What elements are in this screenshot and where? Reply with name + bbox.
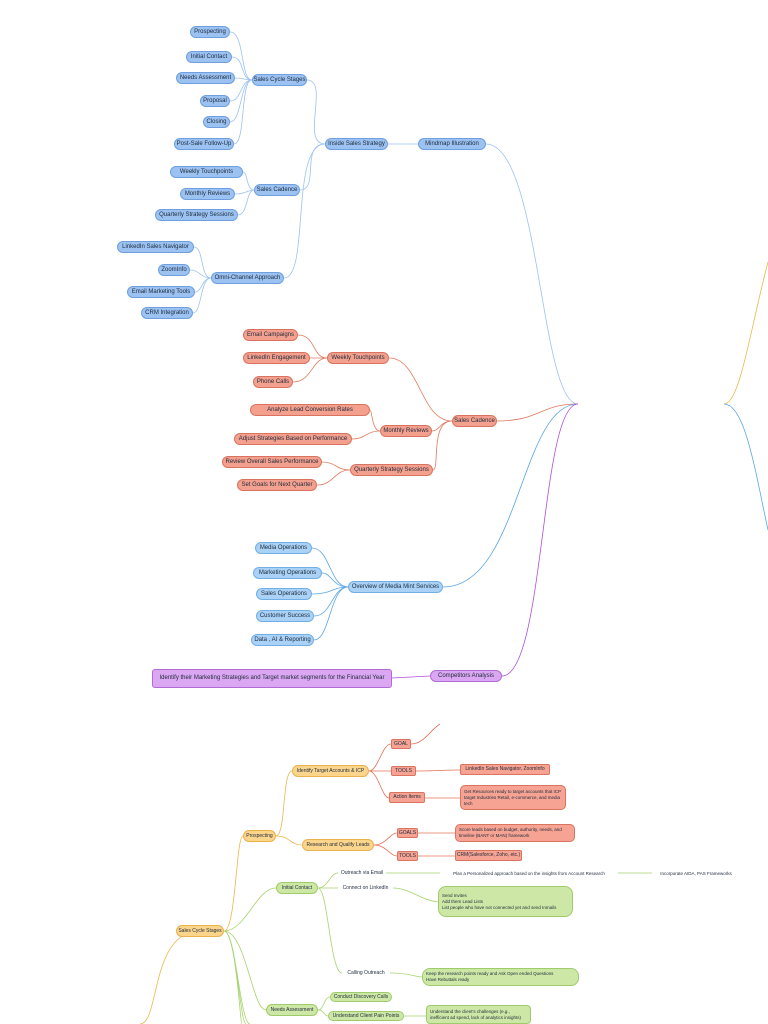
understand-pain-node[interactable]: Understand Client Pain Points: [328, 1011, 404, 1021]
crm-integration-node[interactable]: CRM Integration: [141, 307, 193, 319]
linkedin-engagement-node[interactable]: LinkedIn Engagement: [243, 352, 310, 364]
zoominfo-node[interactable]: ZoomInfo: [158, 264, 190, 276]
prospecting-node-2[interactable]: Prospecting: [243, 830, 276, 842]
sales-cadence-node-b[interactable]: Sales Cadence: [452, 415, 497, 427]
research-qualify-node[interactable]: Research and Qualify Leads: [302, 839, 374, 851]
goal-node[interactable]: GOAL: [391, 739, 411, 749]
phone-calls-node[interactable]: Phone Calls: [253, 376, 293, 388]
action-items-text-node[interactable]: Get Resources ready to target accounts t…: [460, 785, 566, 810]
incorporate-frameworks-node[interactable]: Incorporate AIDA, PAS Frameworks: [660, 870, 732, 876]
omni-channel-node[interactable]: Omni-Channel Approach: [211, 272, 284, 284]
crm-tools-node[interactable]: CRM(Salesforce, Zoho, etc.): [455, 850, 522, 861]
discovery-calls-node[interactable]: Conduct Discovery Calls: [330, 992, 392, 1002]
root-node[interactable]: Mindmap Illustration: [418, 138, 486, 150]
monthly-reviews-node-b[interactable]: Monthly Reviews: [380, 425, 432, 437]
needs-assessment-node[interactable]: Needs Assessment: [176, 72, 235, 84]
linkedin-steps-node[interactable]: Send Invites Add them Lead Lists List pe…: [438, 886, 573, 917]
weekly-touchpoints-node-a[interactable]: Weekly Touchpoints: [170, 166, 243, 178]
identify-target-node[interactable]: Identify Target Accounts & ICP: [292, 765, 369, 777]
analyze-lead-node[interactable]: Analyze Lead Conversion Rates: [250, 404, 370, 416]
initial-contact-node-2[interactable]: Initial Contact: [276, 882, 318, 894]
understand-challenges-node[interactable]: Understand the client's challenges (e.g.…: [426, 1005, 531, 1024]
customer-success-node[interactable]: Customer Success: [256, 610, 314, 622]
sales-operations-node[interactable]: Sales Operations: [256, 588, 312, 600]
marketing-operations-node[interactable]: Marketing Operations: [253, 567, 322, 579]
identify-strategies-node[interactable]: Identify their Marketing Strategies and …: [152, 669, 392, 688]
inside-sales-strategy-node[interactable]: Inside Sales Strategy: [325, 138, 388, 150]
closing-node[interactable]: Closing: [203, 116, 230, 128]
sales-cycle-stages-node-2[interactable]: Sales Cycle Stages: [176, 925, 224, 937]
keep-research-node[interactable]: Keep the research points ready and Ask O…: [422, 968, 579, 986]
action-items-node[interactable]: Action Items: [389, 792, 425, 803]
linkedin-navigator-node[interactable]: LinkedIn Sales Navigator: [117, 241, 194, 253]
linkedin-tools-node[interactable]: LinkedIn Sales Navigator, ZoomInfo: [460, 764, 550, 775]
post-sale-node[interactable]: Post-Sale Follow-Up: [174, 138, 234, 150]
overview-media-mint-node[interactable]: Overview of Media Mint Services: [348, 581, 443, 593]
proposal-node[interactable]: Proposal: [200, 95, 230, 107]
prospecting-node[interactable]: Prospecting: [190, 26, 230, 38]
connect-linkedin-node[interactable]: Connect on LinkedIn: [342, 884, 389, 891]
email-marketing-tools-node[interactable]: Email Marketing Tools: [127, 286, 195, 298]
quarterly-sessions-node-a[interactable]: Quarterly Strategy Sessions: [155, 209, 238, 221]
needs-assessment-node-2[interactable]: Needs Assessment: [266, 1004, 318, 1016]
email-campaigns-node[interactable]: Email Campaigns: [243, 329, 298, 341]
set-goals-node[interactable]: Set Goals for Next Quarter: [237, 479, 317, 491]
sales-cycle-stages-node[interactable]: Sales Cycle Stages: [252, 74, 307, 86]
calling-outreach-node[interactable]: Calling Outreach: [347, 969, 385, 976]
goals-node-2[interactable]: GOALS: [397, 828, 418, 838]
adjust-strategies-node[interactable]: Adjust Strategies Based on Performance: [234, 433, 352, 445]
weekly-touchpoints-node-b[interactable]: Weekly Touchpoints: [327, 352, 389, 364]
tools-node-2[interactable]: TOOLS: [397, 851, 418, 861]
initial-contact-node[interactable]: Initial Contact: [186, 51, 232, 63]
media-operations-node[interactable]: Media Operations: [255, 542, 312, 554]
sales-cadence-node-a[interactable]: Sales Cadence: [254, 184, 300, 196]
competitors-analysis-node[interactable]: Competitors Analysis: [430, 670, 502, 682]
score-leads-node[interactable]: Score leads based on budget, authority, …: [455, 824, 575, 842]
outreach-email-node[interactable]: Outreach via Email: [340, 869, 384, 876]
review-overall-node[interactable]: Review Overall Sales Performance: [222, 456, 322, 468]
plan-approach-node[interactable]: Plan a Personalized approach based on th…: [453, 870, 605, 876]
quarterly-sessions-node-b[interactable]: Quarterly Strategy Sessions: [350, 464, 433, 476]
monthly-reviews-node-a[interactable]: Monthly Reviews: [180, 188, 235, 200]
data-ai-reporting-node[interactable]: Data , AI & Reporting: [251, 634, 314, 646]
tools-node-1[interactable]: TOOLS: [391, 766, 416, 776]
